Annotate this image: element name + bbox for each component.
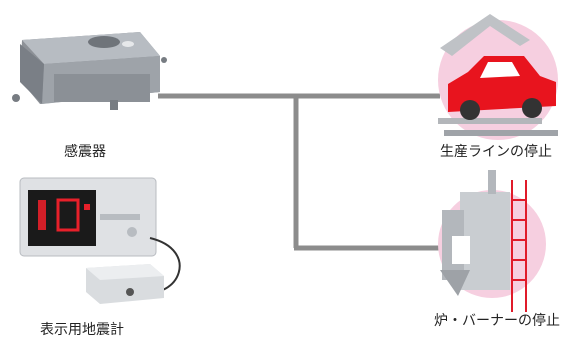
seismic-sensor-icon	[12, 32, 167, 110]
connector-lines	[158, 93, 440, 251]
display-seismometer-icon	[19, 177, 181, 304]
label-display-seismometer: 表示用地震計	[40, 322, 124, 338]
production-line-icon	[438, 14, 558, 140]
label-seismic-sensor: 感震器	[64, 144, 106, 160]
label-production-stop: 生産ラインの停止	[440, 144, 552, 160]
label-burner-stop: 炉・バーナーの停止	[434, 313, 560, 329]
furnace-burner-icon	[438, 170, 546, 312]
